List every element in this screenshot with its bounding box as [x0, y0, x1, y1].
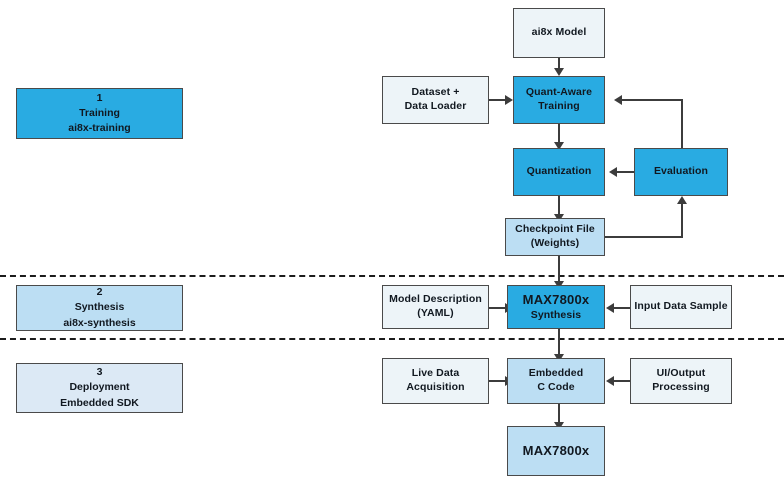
- arrowhead-uioutput-to-embedded: [606, 376, 614, 386]
- connector-dataset-to-training: [489, 99, 507, 101]
- connector-synthesis-to-embedded: [558, 329, 560, 358]
- legend-stage-training-repo: ai8x-training: [68, 122, 131, 135]
- legend-stage-training-name: Training: [79, 106, 120, 119]
- node-dataset-data-loader-line2: Data Loader: [404, 100, 467, 112]
- connector-evaluation-up: [681, 99, 683, 148]
- node-evaluation-label: Evaluation: [653, 165, 709, 178]
- node-model-description-yaml-line1: Model Description: [389, 293, 482, 306]
- arrowhead-inputdata-to-synthesis: [606, 303, 614, 313]
- legend-stage-deployment-number: 3: [96, 366, 103, 379]
- arrowhead-evaluation-to-quantization: [609, 167, 617, 177]
- node-quant-aware-training-line2: Training: [538, 100, 580, 112]
- node-input-data-sample-label: Input Data Sample: [634, 300, 728, 313]
- divider-synthesis-deployment: [0, 338, 784, 340]
- node-embedded-c-code-line2: C Code: [537, 381, 575, 393]
- node-live-data-acquisition-line2: Acquisition: [406, 381, 465, 393]
- node-live-data-acquisition-line1: Live Data: [411, 367, 460, 380]
- divider-training-synthesis: [0, 275, 784, 277]
- node-ui-output-processing-line2: Processing: [652, 381, 710, 393]
- node-checkpoint-file-line2: (Weights): [530, 237, 580, 249]
- node-max7800x-synthesis[interactable]: MAX7800x Synthesis: [507, 285, 605, 329]
- connector-inputdata-to-synthesis: [612, 307, 630, 309]
- arrowhead-dataset-to-training: [505, 95, 513, 105]
- node-quant-aware-training[interactable]: Quant-Aware Training: [513, 76, 605, 124]
- node-ui-output-processing[interactable]: UI/Output Processing: [630, 358, 732, 404]
- connector-uioutput-to-embedded: [612, 380, 630, 382]
- node-checkpoint-file-line1: Checkpoint File: [515, 223, 595, 236]
- node-live-data-acquisition[interactable]: Live Data Acquisition: [382, 358, 489, 404]
- node-quantization[interactable]: Quantization: [513, 148, 605, 196]
- node-model-description-yaml-line2: (YAML): [417, 307, 454, 319]
- connector-evaluation-to-quantization: [617, 171, 647, 173]
- connector-checkpoint-to-synthesis: [558, 256, 560, 285]
- node-input-data-sample[interactable]: Input Data Sample: [630, 285, 732, 329]
- node-dataset-data-loader-line1: Dataset +: [411, 86, 460, 99]
- legend-stage-synthesis-name: Synthesis: [74, 301, 125, 314]
- node-model-description-yaml[interactable]: Model Description (YAML): [382, 285, 489, 329]
- connector-quantization-to-checkpoint: [558, 196, 560, 218]
- connector-model-to-training: [558, 58, 560, 70]
- arrowhead-checkpoint-to-evaluation: [677, 196, 687, 204]
- legend-stage-training: 1 Training ai8x-training: [16, 88, 183, 139]
- connector-evaluation-to-training: [622, 99, 683, 101]
- legend-stage-deployment: 3 Deployment Embedded SDK: [16, 363, 183, 413]
- connector-training-to-quantization: [558, 124, 560, 146]
- node-embedded-c-code[interactable]: Embedded C Code: [507, 358, 605, 404]
- legend-stage-synthesis: 2 Synthesis ai8x-synthesis: [16, 285, 183, 331]
- node-max7800x-synthesis-line2: Synthesis: [530, 308, 582, 321]
- legend-stage-synthesis-repo: ai8x-synthesis: [63, 316, 136, 329]
- node-ai8x-model[interactable]: ai8x Model: [513, 8, 605, 58]
- connector-livedata-to-embedded: [489, 380, 507, 382]
- arrowhead-model-to-training: [554, 68, 564, 76]
- node-max7800x-synthesis-line1: MAX7800x: [522, 292, 590, 308]
- legend-stage-synthesis-number: 2: [96, 286, 103, 299]
- arrowhead-training-to-quantization: [554, 142, 564, 150]
- connector-checkpoint-right: [605, 236, 683, 238]
- legend-stage-training-number: 1: [96, 91, 103, 104]
- legend-stage-deployment-name: Deployment: [69, 381, 130, 394]
- node-embedded-c-code-line1: Embedded: [528, 367, 584, 380]
- node-evaluation[interactable]: Evaluation: [634, 148, 728, 196]
- connector-embedded-to-device: [558, 404, 560, 426]
- node-ai8x-model-label: ai8x Model: [531, 26, 587, 39]
- node-quant-aware-training-line1: Quant-Aware: [525, 86, 593, 99]
- node-max7800x-device-label: MAX7800x: [522, 443, 590, 459]
- node-checkpoint-file[interactable]: Checkpoint File (Weights): [505, 218, 605, 256]
- connector-checkpoint-up: [681, 204, 683, 237]
- node-ui-output-processing-line1: UI/Output: [656, 367, 706, 380]
- legend-stage-deployment-repo: Embedded SDK: [60, 396, 139, 409]
- node-dataset-data-loader[interactable]: Dataset + Data Loader: [382, 76, 489, 124]
- connector-yaml-to-synthesis: [489, 307, 507, 309]
- arrowhead-evaluation-to-training: [614, 95, 622, 105]
- node-max7800x-device[interactable]: MAX7800x: [507, 426, 605, 476]
- node-quantization-label: Quantization: [526, 165, 592, 178]
